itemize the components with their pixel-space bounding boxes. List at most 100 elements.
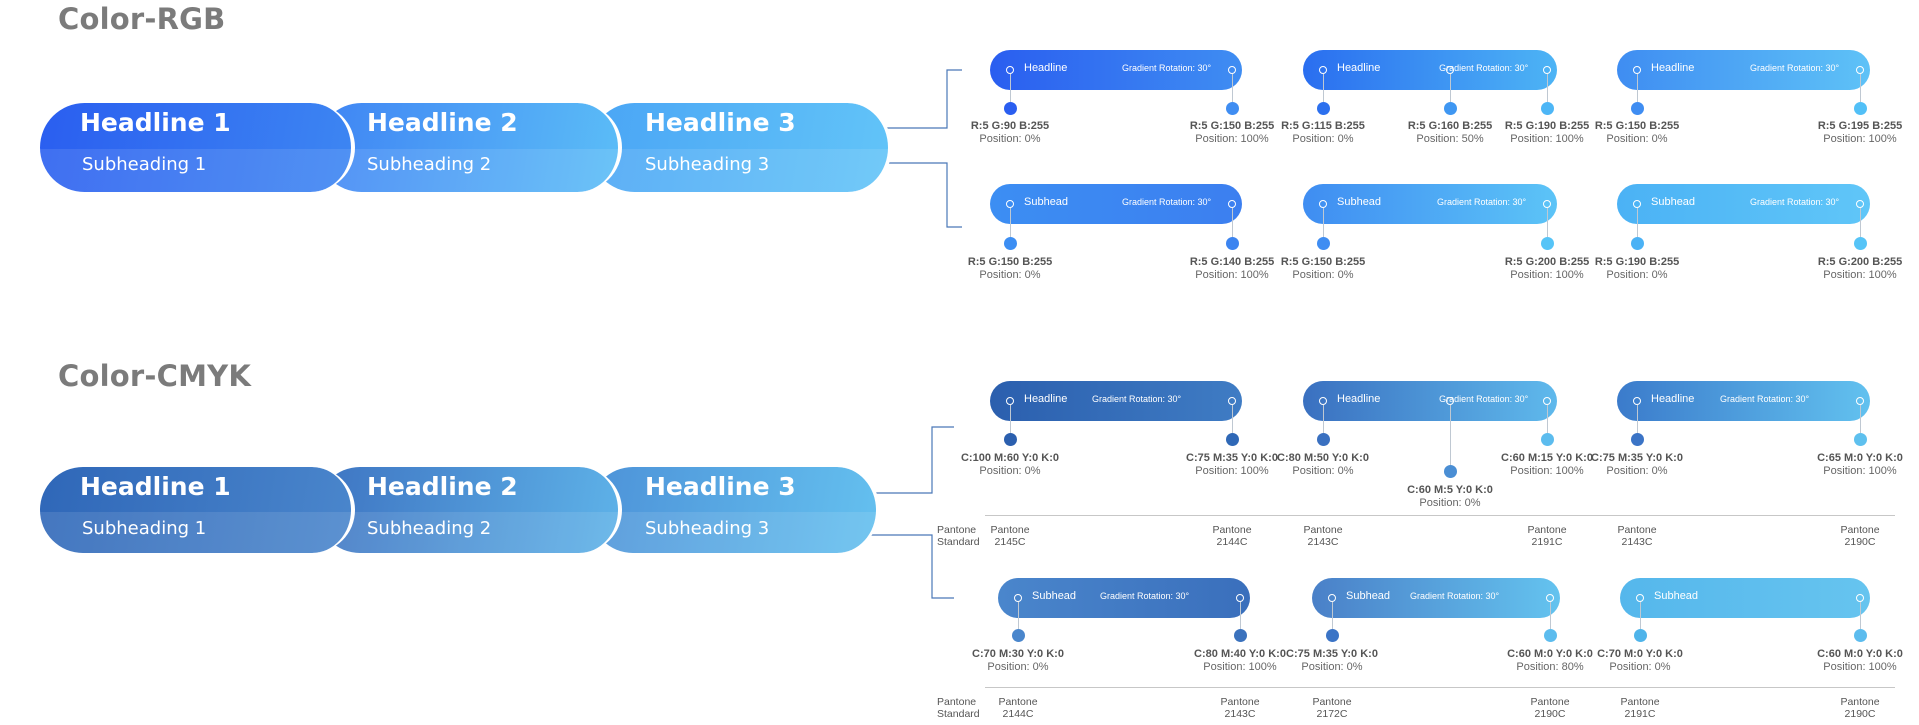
- rgb-headline-connector: [868, 69, 962, 129]
- cmyk-subhead-color-value: C:60 M:0 Y:0 K:0: [1817, 648, 1903, 660]
- rgb-headline-color-position: Position: 50%: [1416, 133, 1484, 145]
- cmyk-banner-segment-lower-band: [40, 511, 351, 553]
- cmyk-headline-color-value: C:100 M:60 Y:0 K:0: [960, 452, 1060, 464]
- cmyk-subhead-gradient-stop-ring: [1236, 594, 1244, 602]
- rgb-headline-gradient-stop-stem: [1232, 74, 1233, 102]
- cmyk-headline-connector: [852, 426, 954, 494]
- rgb-headline-gradient-rotation: Gradient Rotation: 30°: [1439, 63, 1529, 73]
- rgb-headline-gradient-stop-ring: [1319, 66, 1327, 74]
- rgb-headline-color-dot: [1316, 102, 1330, 115]
- rgb-headline-gradient-stop-ring: [1633, 66, 1641, 74]
- rgb-subhead-pill-label: Subhead: [1651, 196, 1696, 208]
- cmyk-banner-subheading-3: Subheading 3: [645, 518, 770, 539]
- cmyk-subhead-color-dot: [1633, 629, 1647, 642]
- cmyk-headline-gradient-rotation: Gradient Rotation: 30°: [1439, 394, 1529, 404]
- rgb-subhead-gradient-stop-ring: [1856, 200, 1864, 208]
- cmyk-headline-gradient-stop-ring: [1446, 397, 1454, 405]
- cmyk-headline-color-value: C:65 M:0 Y:0 K:0: [1817, 452, 1903, 464]
- rgb-subhead-gradient-stop-stem: [1323, 208, 1324, 237]
- cmyk-headline-pantone-code: Pantone 2144C: [1212, 524, 1252, 548]
- cmyk-subhead-connector: [852, 534, 954, 599]
- cmyk-headline-color-value: C:60 M:5 Y:0 K:0: [1407, 484, 1493, 496]
- rgb-headline-pill-3: Headline Gradient Rotation: 30°: [1617, 50, 1870, 90]
- cmyk-banner-segment-lower-band: [590, 511, 876, 553]
- rgb-subhead-color-dot: [1630, 237, 1644, 250]
- cmyk-headline-color-position: Position: 100%: [1510, 465, 1584, 477]
- rgb-banner-headline-1: Headline 1: [80, 108, 231, 137]
- cmyk-subhead-gradient-stop-stem: [1550, 602, 1551, 629]
- rgb-subhead-gradient-rotation: Gradient Rotation: 30°: [1122, 197, 1212, 207]
- cmyk-headline-gradient-stop-stem: [1232, 405, 1233, 433]
- cmyk-subhead-pill-label: Subhead: [1346, 590, 1391, 602]
- rgb-headline-pill-label: Headline: [1651, 62, 1695, 74]
- cmyk-headline-pantone-code: Pantone 2190C: [1840, 524, 1880, 548]
- cmyk-subhead-pill-3: Subhead: [1620, 578, 1870, 618]
- cmyk-headline-gradient-rotation: Gradient Rotation: 30°: [1092, 394, 1182, 404]
- cmyk-subhead-gradient-stop-stem: [1018, 602, 1019, 629]
- rgb-headline-pill-label: Headline: [1024, 62, 1068, 74]
- rgb-subhead-gradient-stop-stem: [1232, 208, 1233, 237]
- rgb-headline-gradient-rotation: Gradient Rotation: 30°: [1750, 63, 1840, 73]
- rgb-subhead-color-position: Position: 100%: [1823, 269, 1897, 281]
- rgb-headline-color-dot: [1630, 102, 1644, 115]
- rgb-banner-headline-2: Headline 2: [367, 108, 518, 137]
- cmyk-banner-segment-lower-band: [317, 511, 618, 553]
- rgb-headline-gradient-stop-ring: [1446, 66, 1454, 74]
- rgb-headline-color-dot: [1540, 102, 1554, 115]
- rgb-subhead-pill-label: Subhead: [1337, 196, 1382, 208]
- rgb-headline-color-position: Position: 0%: [1606, 133, 1668, 145]
- cmyk-headline-gradient-stop-stem: [1010, 405, 1011, 433]
- cmyk-headline-color-dot: [1316, 433, 1330, 446]
- cmyk-subhead-gradient-stop-stem: [1332, 602, 1333, 629]
- cmyk-subhead-color-dot: [1011, 629, 1025, 642]
- cmyk-subhead-color-position: Position: 80%: [1516, 661, 1584, 673]
- rgb-headline-gradient-stop-stem: [1637, 74, 1638, 102]
- rgb-subhead-gradient-stop-ring: [1006, 200, 1014, 208]
- rgb-subhead-color-value: R:5 G:200 B:255: [1504, 256, 1590, 268]
- cmyk-headline-color-dot: [1443, 465, 1457, 478]
- rgb-headline-gradient-stop-ring: [1543, 66, 1551, 74]
- cmyk-subhead-color-dot: [1853, 629, 1867, 642]
- cmyk-subhead-color-value: C:70 M:0 Y:0 K:0: [1597, 648, 1683, 660]
- cmyk-headline-color-value: C:75 M:35 Y:0 K:0: [1186, 452, 1278, 464]
- rgb-headline-color-position: Position: 100%: [1510, 133, 1584, 145]
- rgb-headline-pill-2: Headline Gradient Rotation: 30°: [1303, 50, 1557, 90]
- cmyk-subhead-gradient-rotation: Gradient Rotation: 30°: [1410, 591, 1500, 601]
- pantone-standard-label-1: Pantone Standard: [937, 524, 980, 548]
- cmyk-headline-gradient-stop-stem: [1860, 405, 1861, 433]
- rgb-subhead-gradient-rotation: Gradient Rotation: 30°: [1750, 197, 1840, 207]
- cmyk-subhead-gradient-stop-ring: [1328, 594, 1336, 602]
- cmyk-subhead-color-position: Position: 100%: [1823, 661, 1897, 673]
- cmyk-headline-color-value: C:80 M:50 Y:0 K:0: [1277, 452, 1369, 464]
- cmyk-headline-pill-label: Headline: [1651, 393, 1695, 405]
- cmyk-subhead-color-position: Position: 0%: [987, 661, 1049, 673]
- cmyk-subhead-pantone-code: Pantone 2190C: [1530, 696, 1570, 720]
- rgb-headline-gradient-stop-stem: [1547, 74, 1548, 102]
- rgb-headline-gradient-stop-ring: [1006, 66, 1014, 74]
- cmyk-subhead-pill-label: Subhead: [1654, 590, 1699, 602]
- rgb-headline-color-dot: [1853, 102, 1867, 115]
- rgb-headline-gradient-stop-ring: [1856, 66, 1864, 74]
- cmyk-banner-headline-2: Headline 2: [367, 472, 518, 501]
- cmyk-subhead-gradient-stop-stem: [1860, 602, 1861, 629]
- rgb-banner-subheading-2: Subheading 2: [367, 154, 492, 175]
- rgb-headline-color-value: R:5 G:90 B:255: [970, 120, 1050, 132]
- cmyk-subhead-gradient-stop-stem: [1640, 602, 1641, 629]
- rgb-subhead-gradient-stop-ring: [1633, 200, 1641, 208]
- cmyk-headline-gradient-stop-stem: [1637, 405, 1638, 433]
- cmyk-headline-color-value: C:75 M:35 Y:0 K:0: [1591, 452, 1683, 464]
- rgb-headline-pill-label: Headline: [1337, 62, 1381, 74]
- cmyk-headline-color-dot: [1630, 433, 1644, 446]
- cmyk-subhead-color-dot: [1233, 629, 1247, 642]
- cmyk-banner-headline-1: Headline 1: [80, 472, 231, 501]
- rgb-headline-color-value: R:5 G:195 B:255: [1817, 120, 1903, 132]
- rgb-subhead-gradient-stop-stem: [1860, 208, 1861, 237]
- rgb-headline-gradient-stop-stem: [1450, 74, 1451, 102]
